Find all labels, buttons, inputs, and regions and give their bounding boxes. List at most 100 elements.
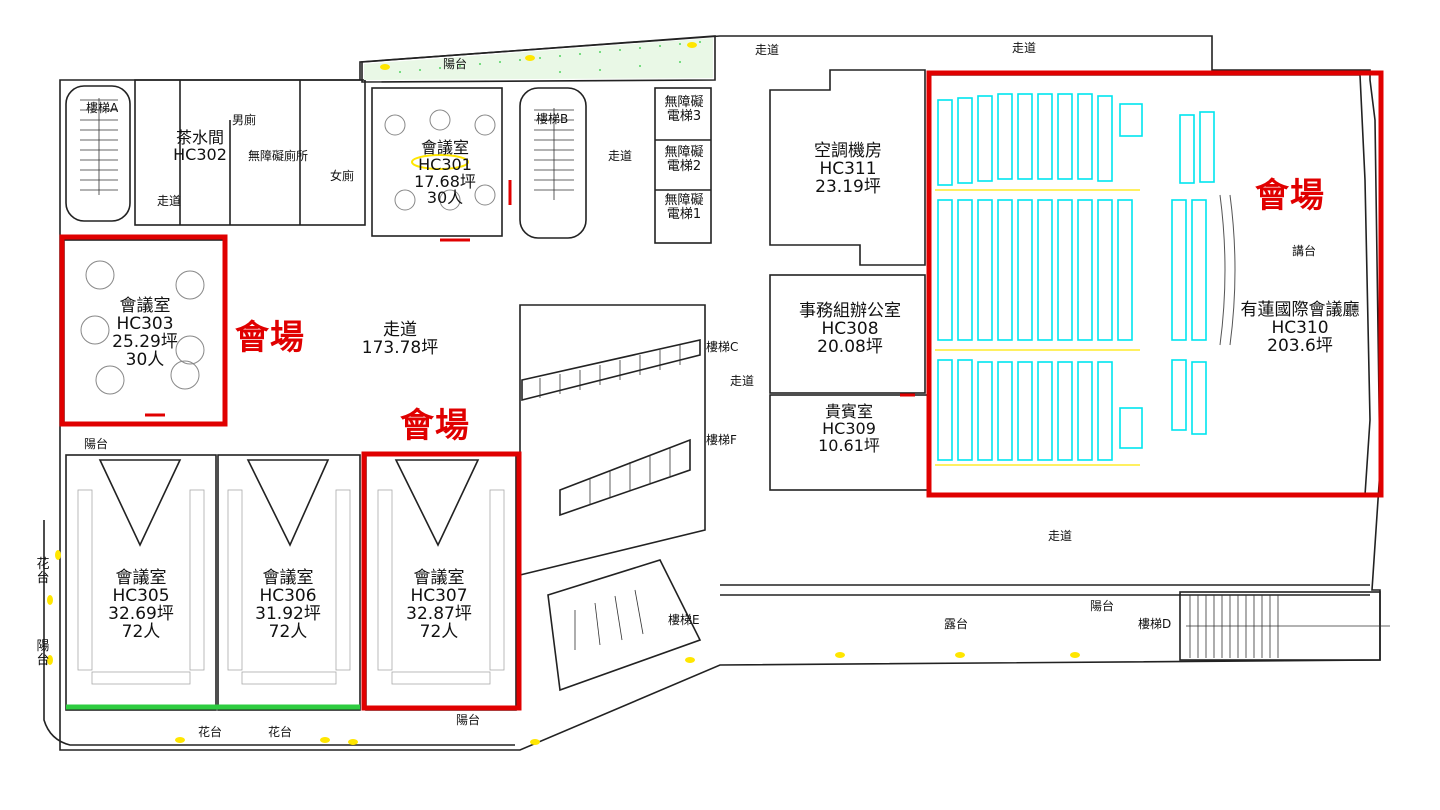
room-hc306-code: HC306 [259,585,317,606]
room-hc310-area: 203.6坪 [1267,335,1333,356]
room-hc305-area: 32.69坪 [108,603,174,624]
corridor-label-center: 走道 [730,374,755,388]
room-hc306[interactable]: 會議室 HC306 31.92坪 72人 [245,568,331,642]
stair-b-box [519,87,587,239]
balcony-label-side: 陽台 [36,639,50,668]
accessible-toilet-label: 無障礙廁所 [248,149,309,163]
venue-tag-hc310: 會場 [1255,176,1325,216]
stage-label: 講台 [1292,244,1317,258]
corridor-label-top-center: 走道 [755,43,780,57]
room-hc311-name: 空調機房 [814,141,882,161]
room-hc303-code: HC303 [116,313,174,334]
outer-wall [59,35,1381,751]
elevator-3-label: 無障礙電梯3 [664,95,704,124]
balcony-label-right: 陽台 [1090,599,1115,613]
room-hc306-name: 會議室 [262,568,314,588]
room-hc308-area: 20.08坪 [817,336,883,357]
stair-a-label: 樓梯A [86,101,119,115]
venue-tag-hc307: 會場 [400,406,470,446]
room-hc309-code: HC309 [822,418,876,438]
stair-c-label: 樓梯C [706,340,739,354]
stair-b-label: 樓梯B [536,112,569,126]
hc307-highlight [361,451,522,711]
auditorium-seats [937,93,1215,461]
elevator-shaft [654,87,712,244]
elevator-1-label: 無障礙電梯1 [664,193,704,222]
highlight-frames [59,70,1384,711]
hc310-walls [929,74,1371,496]
planter-label-bottom-1: 花台 [198,725,223,739]
corridor-label-top-right: 走道 [1012,41,1037,55]
room-hc309-name: 貴賓室 [824,402,873,421]
room-hc310-code: HC310 [1271,317,1329,338]
main-corridor[interactable]: 走道 173.78坪 [355,320,445,358]
room-hc302-name: 茶水間 [175,128,224,147]
room-hc308[interactable]: 事務組辦公室 HC308 20.08坪 [795,301,905,357]
room-hc305-code: HC305 [112,585,170,606]
room-hc301-name: 會議室 [420,138,469,157]
stair-f-label: 樓梯F [706,433,737,447]
room-hc311-area: 23.19坪 [815,176,881,197]
central-stair-treads [539,345,681,650]
room-hc311-code: HC311 [819,158,877,179]
room-hc301[interactable]: 會議室 HC301 17.68坪 30人 [405,138,485,208]
hc310-highlight [926,70,1384,498]
stair-b-treads [534,108,574,200]
room-hc306-area: 31.92坪 [255,603,321,624]
planter-label-bottom-2: 花台 [268,725,293,739]
hc308-walls [769,274,926,394]
planter-label-side: 花台 [36,557,50,586]
room-hc307[interactable]: 會議室 HC307 32.87坪 72人 [396,568,482,642]
room-hc301-area: 17.68坪 [414,171,476,191]
hc311-walls [769,69,926,266]
hc301-walls [371,87,503,237]
room-hc308-name: 事務組辦公室 [799,301,901,321]
stair-d-label: 樓梯D [1138,617,1172,631]
room-hc303-area: 25.29坪 [112,331,178,352]
room-hc311[interactable]: 空調機房 HC311 23.19坪 [798,141,898,197]
pantry-walls [134,79,366,226]
balcony-label-bottom: 陽台 [456,713,481,727]
room-hc307-name: 會議室 [413,568,465,588]
hc305-walls [65,454,217,711]
stair-a-treads [80,98,118,195]
room-hc306-capacity: 72人 [268,621,308,642]
stair-e-label: 樓梯E [668,613,700,627]
room-hc303-name: 會議室 [119,296,171,316]
room-hc303[interactable]: 會議室 HC303 25.29坪 30人 [100,296,190,370]
room-hc302[interactable]: 茶水間 HC302 [172,128,228,164]
room-hc309-area: 10.61坪 [818,435,880,455]
stair-d-treads [1186,595,1390,658]
room-hc302-code: HC302 [173,144,227,164]
room-hc303-capacity: 30人 [125,349,165,370]
balcony-label-top: 陽台 [443,57,468,71]
room-hc301-capacity: 30人 [426,188,464,208]
room-hc305[interactable]: 會議室 HC305 32.69坪 72人 [98,568,184,642]
room-hc310[interactable]: 有蓮國際會議廳 HC310 203.6坪 [1230,301,1370,356]
hc306-walls [217,454,361,711]
main-corridor-label: 走道 [383,320,417,340]
mens-toilet-label: 男廁 [232,113,257,127]
main-corridor-area: 173.78坪 [361,337,439,358]
room-hc308-code: HC308 [821,318,879,339]
terrace-label: 露台 [944,617,969,631]
elevator-2-label: 無障礙電梯2 [664,145,704,174]
room-hc307-area: 32.87坪 [406,603,472,624]
balcony-label-left: 陽台 [84,437,109,451]
room-hc305-name: 會議室 [115,568,167,588]
room-hc307-code: HC307 [410,585,468,606]
room-hc307-capacity: 72人 [419,621,459,642]
room-hc309[interactable]: 貴賓室 HC309 10.61坪 [812,402,886,455]
venue-tag-hc303: 會場 [235,318,305,358]
top-balcony-outline [361,35,716,83]
corridor-label-left: 走道 [157,194,182,208]
womens-toilet-label: 女廁 [330,169,355,183]
corridor-label-stair-b: 走道 [608,149,633,163]
corridor-label-bottom: 走道 [1048,529,1073,543]
room-hc305-capacity: 72人 [121,621,161,642]
hc303-highlight [59,234,228,427]
stair-a-box [65,85,131,222]
top-balcony-fill [364,38,713,80]
room-hc301-code: HC301 [418,154,472,174]
